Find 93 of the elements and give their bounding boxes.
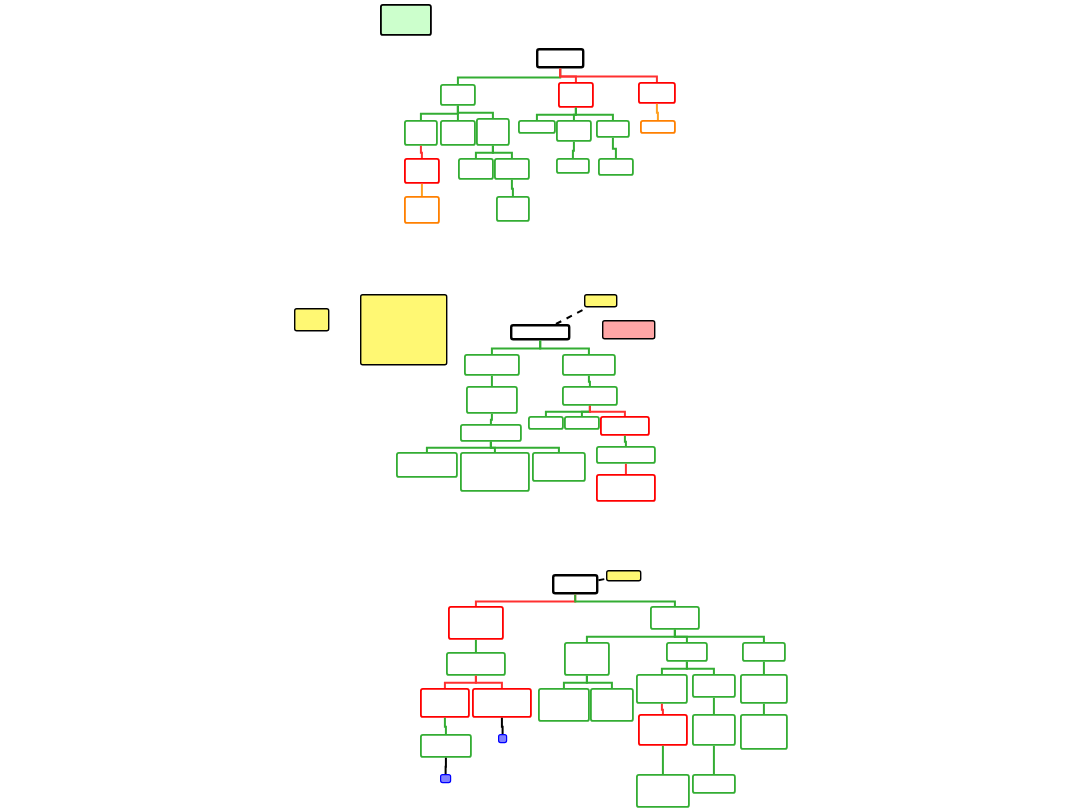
topic-box <box>596 120 630 138</box>
topic-box <box>740 714 788 750</box>
topic-box <box>404 158 440 184</box>
topic-box <box>440 120 476 146</box>
connector-line <box>685 660 715 675</box>
connector-line <box>510 178 514 197</box>
topic-box <box>448 606 504 640</box>
connector-line <box>443 716 447 735</box>
topic-box <box>638 82 676 104</box>
topic-box <box>636 774 690 808</box>
topic-box <box>440 84 476 106</box>
topic-box <box>692 774 736 794</box>
topic-box <box>562 386 618 406</box>
topic-box <box>636 674 688 704</box>
note-box <box>584 294 618 308</box>
connector-line <box>661 744 664 775</box>
topic-box <box>528 416 564 430</box>
connector-line <box>559 67 658 83</box>
connector-line <box>597 577 607 582</box>
topic-box <box>464 354 520 376</box>
topic-box <box>476 118 510 146</box>
topic-box <box>596 474 656 502</box>
connector-line <box>456 104 494 119</box>
topic-box <box>460 424 522 442</box>
topic-box <box>446 652 506 676</box>
topic-box <box>562 354 616 376</box>
topic-box <box>564 642 610 676</box>
note-box <box>360 294 448 366</box>
connector-line <box>762 702 765 715</box>
connector-line <box>585 674 613 689</box>
topic-box <box>650 606 700 630</box>
topic-box <box>518 120 556 134</box>
connector-line <box>420 182 423 197</box>
central-topic-box <box>510 324 571 341</box>
connector-line <box>500 716 504 735</box>
connector-line <box>419 144 423 159</box>
topic-box <box>638 714 688 746</box>
topic-box <box>558 82 594 108</box>
connector-line <box>712 744 715 775</box>
connector-line <box>574 593 676 607</box>
connector-line <box>588 404 626 417</box>
topic-box <box>532 452 586 482</box>
connector-line <box>624 462 627 475</box>
topic-box <box>396 452 458 478</box>
connector-line <box>673 628 765 643</box>
topic-box <box>494 158 530 180</box>
topic-box <box>472 688 532 718</box>
connector-line <box>474 674 503 689</box>
connector-line <box>489 412 493 425</box>
topic-box <box>590 688 634 722</box>
connector-line <box>539 339 590 355</box>
topic-box <box>496 196 530 222</box>
connector-line <box>587 374 591 387</box>
note-box <box>380 4 432 36</box>
connector-line <box>762 660 765 675</box>
connector-line <box>611 136 617 159</box>
topic-box <box>564 416 600 430</box>
note-box <box>294 308 330 332</box>
connector-line <box>489 440 560 453</box>
topic-box <box>458 158 494 180</box>
topic-box <box>538 688 590 722</box>
topic-box <box>404 196 440 224</box>
topic-box <box>556 120 592 142</box>
connector-line <box>474 638 477 653</box>
topic-box <box>420 734 472 758</box>
note-box <box>602 320 656 340</box>
topic-box <box>742 642 786 662</box>
topic-box <box>692 674 736 698</box>
topic-box <box>740 674 788 704</box>
connector-line <box>490 374 493 387</box>
connector-line <box>554 306 589 325</box>
connector-line <box>491 144 513 159</box>
connector-line <box>574 106 614 121</box>
connector-line <box>712 696 715 715</box>
topic-box <box>666 642 708 662</box>
topic-box <box>692 714 736 746</box>
topic-box <box>598 158 634 176</box>
connector-line <box>444 756 447 775</box>
connector-line <box>623 434 627 447</box>
connector-line <box>655 102 659 121</box>
topic-box <box>404 120 438 146</box>
topic-box <box>556 158 590 174</box>
topic-box <box>640 120 676 134</box>
topic-box <box>420 688 470 718</box>
connector-line <box>571 140 575 159</box>
connector-line <box>660 702 664 715</box>
topic-box <box>466 386 518 414</box>
central-topic-box <box>552 574 599 595</box>
central-topic-box <box>536 48 585 69</box>
topic-box <box>460 452 530 492</box>
note-box <box>606 570 642 582</box>
topic-box <box>600 416 650 436</box>
topic-box <box>596 446 656 464</box>
